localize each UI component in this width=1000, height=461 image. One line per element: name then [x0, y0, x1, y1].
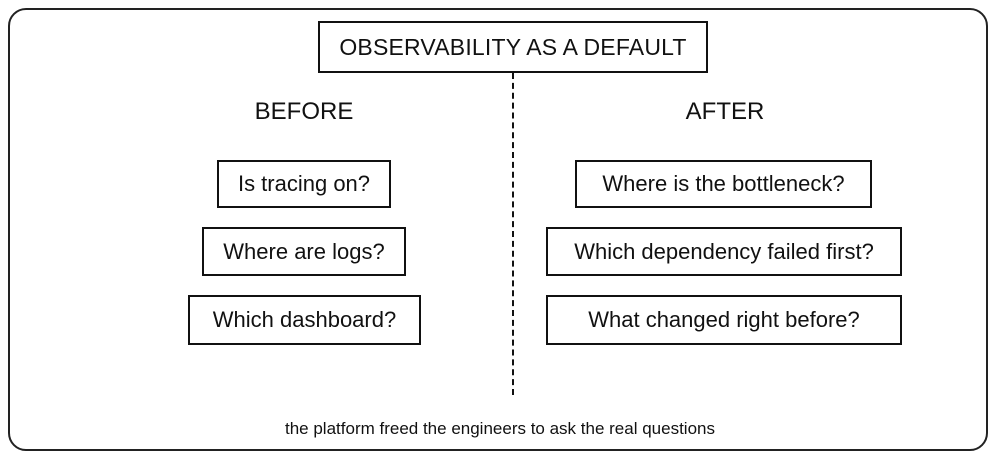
after-heading: AFTER	[685, 98, 765, 125]
before-question-box: Where are logs?	[202, 227, 406, 276]
before-question-box: Is tracing on?	[217, 160, 391, 208]
caption: the platform freed the engineers to ask …	[285, 419, 715, 438]
after-question-box: Where is the bottleneck?	[575, 160, 872, 208]
center-divider	[512, 73, 514, 395]
after-question-box: What changed right before?	[546, 295, 902, 345]
after-question-box: Which dependency failed first?	[546, 227, 902, 276]
before-heading: BEFORE	[254, 98, 354, 125]
before-question-box: Which dashboard?	[188, 295, 421, 345]
diagram-frame	[8, 8, 988, 451]
diagram-title: OBSERVABILITY AS A DEFAULT	[318, 21, 708, 73]
